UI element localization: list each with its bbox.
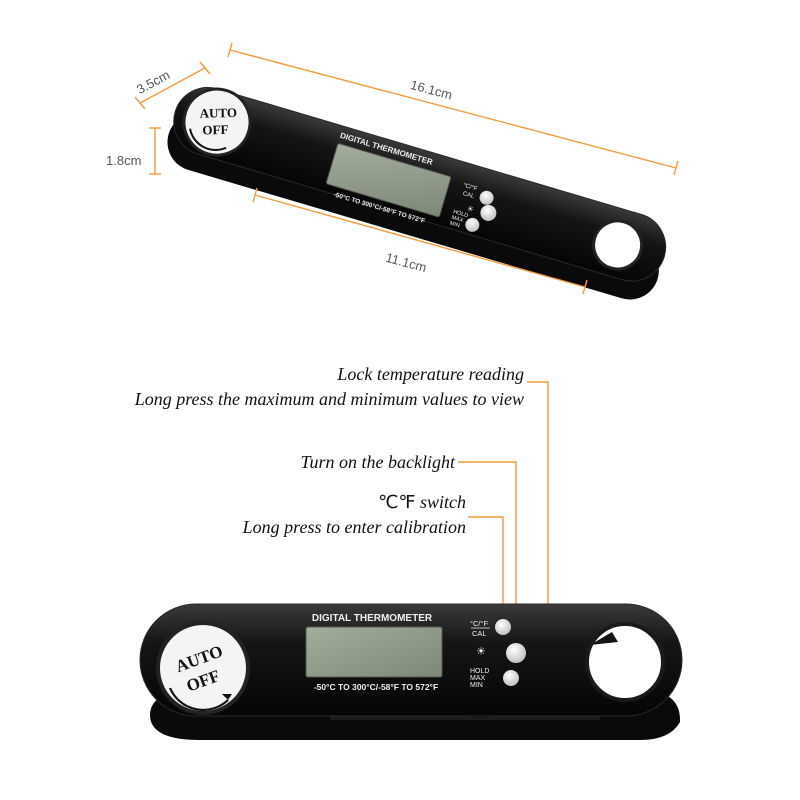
bottom-light-icon: ☀ bbox=[476, 645, 486, 658]
top-unit-button[interactable] bbox=[478, 189, 495, 206]
bottom-auto-off-arrow-icon bbox=[168, 687, 229, 711]
bottom-auto-off-dial bbox=[156, 621, 250, 715]
bottom-unit-button[interactable] bbox=[495, 619, 511, 635]
top-min-label: MIN bbox=[449, 221, 460, 230]
dim-width-label: 3.5cm bbox=[134, 67, 172, 97]
bottom-lcd-screen bbox=[305, 626, 443, 678]
bottom-thermometer: AUTO OFF DIGITAL THERMOMETER -50°C TO 30… bbox=[139, 603, 683, 740]
bottom-opener-hole bbox=[585, 622, 665, 702]
dim-probe-label: 11.1cm bbox=[384, 250, 428, 275]
top-hold-button[interactable] bbox=[464, 216, 481, 233]
callout-lock: Lock temperature reading bbox=[336, 364, 524, 384]
callout-calibration: Long press to enter calibration bbox=[242, 517, 466, 537]
bottom-light-button[interactable] bbox=[506, 643, 526, 663]
bottom-cal-label: CAL bbox=[472, 629, 487, 638]
dim-height-label: 1.8cm bbox=[106, 153, 141, 168]
top-off-text: OFF bbox=[202, 122, 228, 138]
bottom-range-text: -50°C TO 300°C/-58°F TO 572°F bbox=[314, 682, 438, 692]
dimension-lines bbox=[134, 42, 679, 295]
callout-backlight: Turn on the backlight bbox=[301, 452, 456, 472]
top-cal-label: CAL bbox=[462, 191, 476, 200]
bottom-min-label: MIN bbox=[470, 682, 483, 689]
bottom-arrow-head-icon bbox=[222, 694, 232, 700]
unit-symbol: ℃℉ bbox=[378, 492, 415, 513]
top-lcd-screen bbox=[326, 143, 452, 218]
bottom-hold-button[interactable] bbox=[503, 670, 519, 686]
callout-unit-switch: ℃℉ switch bbox=[378, 492, 466, 513]
top-opener-hole bbox=[592, 219, 644, 271]
top-auto-off-dial bbox=[182, 87, 252, 157]
top-max-label: MAX bbox=[451, 215, 464, 224]
bottom-brand-text: DIGITAL THERMOMETER bbox=[312, 613, 433, 624]
bottom-max-label: MAX bbox=[470, 675, 486, 682]
top-auto-text: AUTO bbox=[199, 105, 237, 121]
bottom-hold-label: HOLD bbox=[470, 668, 489, 675]
top-unit-label: °C/°F bbox=[462, 183, 478, 193]
top-light-button[interactable] bbox=[478, 203, 498, 223]
top-hold-label: HOLD bbox=[452, 209, 468, 219]
unit-switch-word: switch bbox=[415, 492, 466, 512]
top-auto-off-arrow-icon bbox=[189, 128, 227, 151]
bottom-unit-label: °C/°F bbox=[470, 619, 488, 628]
callout-minmax: Long press the maximum and minimum value… bbox=[134, 389, 524, 409]
bottom-opener-lip bbox=[590, 632, 618, 645]
top-light-icon: ☀ bbox=[466, 204, 475, 215]
